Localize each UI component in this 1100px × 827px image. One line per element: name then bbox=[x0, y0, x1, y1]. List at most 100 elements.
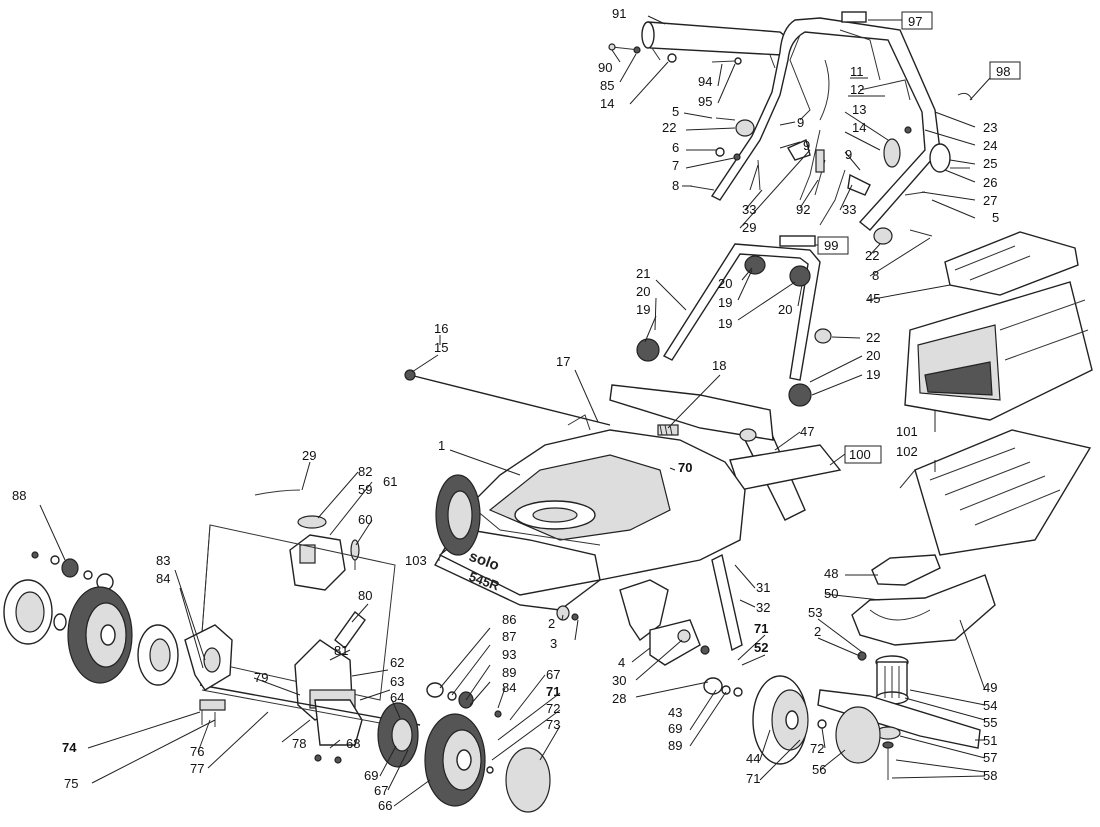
label-62: 62 bbox=[390, 655, 404, 670]
label-56: 56 bbox=[812, 762, 826, 777]
label-92: 92 bbox=[796, 202, 810, 217]
label-17: 17 bbox=[556, 354, 570, 369]
label-22-top: 22 bbox=[662, 120, 676, 135]
label-58: 58 bbox=[983, 768, 997, 783]
label-20-lower: 20 bbox=[866, 348, 880, 363]
label-89-top: 89 bbox=[502, 665, 516, 680]
part-47-flap bbox=[729, 429, 842, 521]
part-57-adapter bbox=[875, 726, 901, 780]
part-61-engine bbox=[254, 489, 360, 591]
label-51: 51 bbox=[983, 733, 997, 748]
label-87: 87 bbox=[502, 629, 516, 644]
label-2-deck: 2 bbox=[548, 616, 555, 631]
label-103: 103 bbox=[405, 553, 427, 568]
label-82: 82 bbox=[358, 464, 372, 479]
label-2-chute: 2 bbox=[814, 624, 821, 639]
label-91: 91 bbox=[612, 6, 626, 21]
label-98: 98 bbox=[996, 64, 1010, 79]
part-102-bag-frame bbox=[899, 429, 1092, 556]
label-16: 16 bbox=[434, 321, 448, 336]
label-63: 63 bbox=[390, 674, 404, 689]
label-64: 64 bbox=[390, 690, 404, 705]
label-66: 66 bbox=[378, 798, 392, 813]
label-89-bottom: 89 bbox=[668, 738, 682, 753]
label-31: 31 bbox=[756, 580, 770, 595]
label-95: 95 bbox=[698, 94, 712, 109]
label-52: 52 bbox=[754, 640, 768, 655]
label-13: 13 bbox=[852, 102, 866, 117]
label-14-mid: 14 bbox=[852, 120, 866, 135]
part-1-deck: solo 545R bbox=[434, 429, 746, 611]
label-8-right: 8 bbox=[872, 268, 879, 283]
label-23: 23 bbox=[983, 120, 997, 135]
label-28: 28 bbox=[612, 691, 626, 706]
part-15-axle-rod bbox=[404, 369, 611, 426]
label-69-right: 69 bbox=[668, 721, 682, 736]
label-71-bottom: 71 bbox=[746, 771, 760, 786]
part-48-chute bbox=[851, 554, 996, 646]
label-19-left: 19 bbox=[636, 302, 650, 317]
part-56-disc bbox=[835, 706, 881, 764]
label-44: 44 bbox=[746, 751, 760, 766]
label-22-lower: 22 bbox=[866, 330, 880, 345]
label-102: 102 bbox=[896, 444, 918, 459]
leader-lines bbox=[39, 15, 991, 807]
part-54-filter bbox=[875, 655, 909, 705]
part-90-bolt bbox=[608, 43, 742, 65]
callout-labels: 91 97 90 85 14 94 95 11 12 98 5 22 9 13 … bbox=[12, 6, 1010, 813]
label-93: 93 bbox=[502, 647, 516, 662]
label-6: 6 bbox=[672, 140, 679, 155]
label-84-left: 84 bbox=[156, 571, 170, 586]
label-49: 49 bbox=[983, 680, 997, 695]
label-61: 61 bbox=[383, 474, 397, 489]
label-57: 57 bbox=[983, 750, 997, 765]
part-left-rear-wheel bbox=[67, 586, 133, 684]
part-101-grass-bag bbox=[904, 281, 1093, 421]
label-88: 88 bbox=[12, 488, 26, 503]
label-19-mid: 19 bbox=[718, 295, 732, 310]
label-14-top: 14 bbox=[600, 96, 614, 111]
label-99: 99 bbox=[824, 238, 838, 253]
label-22-right: 22 bbox=[865, 248, 879, 263]
part-18-spring bbox=[657, 424, 679, 436]
label-1: 1 bbox=[438, 438, 445, 453]
label-84-right: 84 bbox=[502, 680, 516, 695]
label-19-lower: 19 bbox=[866, 367, 880, 382]
label-72-top: 72 bbox=[546, 701, 560, 716]
label-94: 94 bbox=[698, 74, 712, 89]
label-26: 26 bbox=[983, 175, 997, 190]
part-66-wheel bbox=[424, 713, 486, 807]
label-55: 55 bbox=[983, 715, 997, 730]
part-88-gear-set bbox=[31, 551, 114, 591]
label-25: 25 bbox=[983, 156, 997, 171]
label-47: 47 bbox=[800, 424, 814, 439]
label-24: 24 bbox=[983, 138, 997, 153]
part-wheel-cap-left bbox=[3, 579, 67, 645]
label-11: 11 bbox=[850, 64, 864, 79]
label-43: 43 bbox=[668, 705, 682, 720]
part-lower-handle bbox=[636, 235, 832, 407]
label-32: 32 bbox=[756, 600, 770, 615]
label-29-left: 29 bbox=[302, 448, 316, 463]
label-7: 7 bbox=[672, 158, 679, 173]
label-68: 68 bbox=[346, 736, 360, 751]
label-78: 78 bbox=[292, 736, 306, 751]
part-31-height-adjuster bbox=[711, 535, 743, 652]
label-71-top: 71 bbox=[754, 621, 768, 636]
label-21: 21 bbox=[636, 266, 650, 281]
label-53: 53 bbox=[808, 605, 822, 620]
label-27: 27 bbox=[983, 193, 997, 208]
label-45: 45 bbox=[866, 291, 880, 306]
part-upper-handle bbox=[710, 11, 941, 231]
label-20-right: 20 bbox=[778, 302, 792, 317]
label-81: 81 bbox=[334, 643, 348, 658]
label-72-bottom: 72 bbox=[810, 741, 824, 756]
boxed-label-frames bbox=[817, 11, 1021, 464]
label-67-bottom: 67 bbox=[374, 783, 388, 798]
label-5-right: 5 bbox=[992, 210, 999, 225]
label-71-mid: 71 bbox=[546, 684, 560, 699]
label-97: 97 bbox=[908, 14, 922, 29]
label-18: 18 bbox=[712, 358, 726, 373]
label-101: 101 bbox=[896, 424, 918, 439]
